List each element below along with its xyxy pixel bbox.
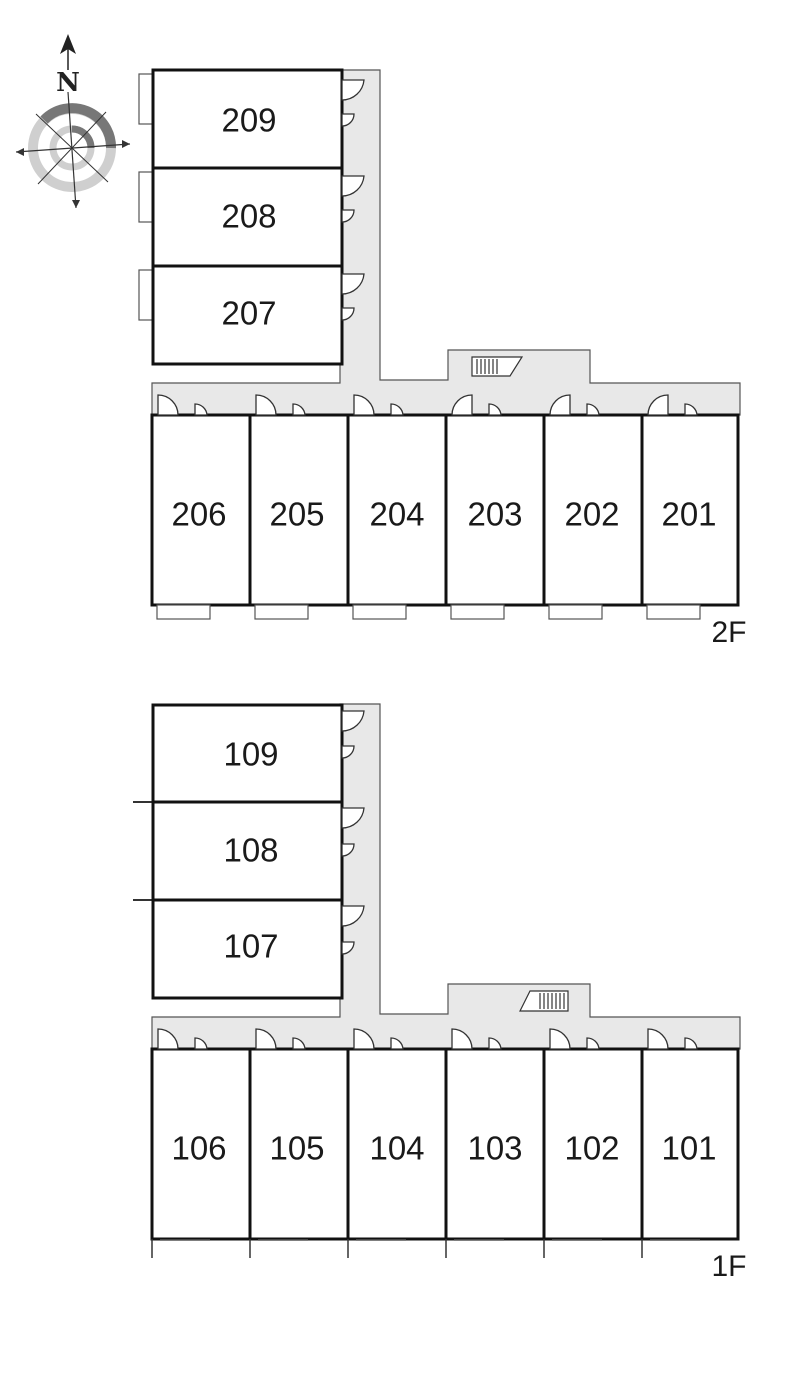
unit-107: 107 <box>151 898 365 1000</box>
unit-number: 207 <box>221 295 276 332</box>
unit-number: 104 <box>369 1130 424 1167</box>
floor-2f: 209 208 207 206 20 <box>138 68 747 649</box>
floor-1f: 109 108 107 106 10 <box>133 703 747 1283</box>
unit-208: 208 <box>138 166 365 268</box>
unit-number: 101 <box>661 1130 716 1167</box>
stairs-1f-icon <box>519 990 569 1012</box>
north-arrow-icon <box>60 34 76 70</box>
unit-number: 209 <box>221 102 276 139</box>
unit-204: 204 <box>346 394 448 620</box>
unit-201: 201 <box>640 394 740 620</box>
unit-number: 206 <box>171 496 226 533</box>
unit-102: 102 <box>542 1028 644 1258</box>
unit-104: 104 <box>346 1028 448 1258</box>
unit-202: 202 <box>542 394 644 620</box>
unit-206: 206 <box>150 394 252 620</box>
unit-number: 201 <box>661 496 716 533</box>
unit-number: 109 <box>223 736 278 773</box>
unit-number: 105 <box>269 1130 324 1167</box>
unit-number: 103 <box>467 1130 522 1167</box>
north-label: N <box>56 68 80 98</box>
unit-106: 106 <box>150 1028 252 1258</box>
unit-203: 203 <box>444 394 546 620</box>
floor-label-1f: 1F <box>711 1250 746 1283</box>
floor-label-2f: 2F <box>711 616 746 649</box>
unit-103: 103 <box>444 1028 546 1258</box>
stairs-2f-icon <box>471 356 524 377</box>
unit-207: 207 <box>138 264 365 366</box>
compass: N <box>15 34 131 209</box>
unit-number: 203 <box>467 496 522 533</box>
unit-101: 101 <box>640 1028 740 1258</box>
unit-number: 108 <box>223 832 278 869</box>
unit-205: 205 <box>248 394 350 620</box>
unit-209: 209 <box>138 68 365 170</box>
unit-number: 107 <box>223 928 278 965</box>
unit-number: 106 <box>171 1130 226 1167</box>
unit-number: 102 <box>564 1130 619 1167</box>
unit-number: 202 <box>564 496 619 533</box>
unit-number: 204 <box>369 496 424 533</box>
unit-108: 108 <box>151 800 365 902</box>
unit-105: 105 <box>248 1028 350 1258</box>
unit-number: 205 <box>269 496 324 533</box>
unit-number: 208 <box>221 198 276 235</box>
compass-rose-icon <box>15 91 131 209</box>
unit-109: 109 <box>151 703 365 804</box>
